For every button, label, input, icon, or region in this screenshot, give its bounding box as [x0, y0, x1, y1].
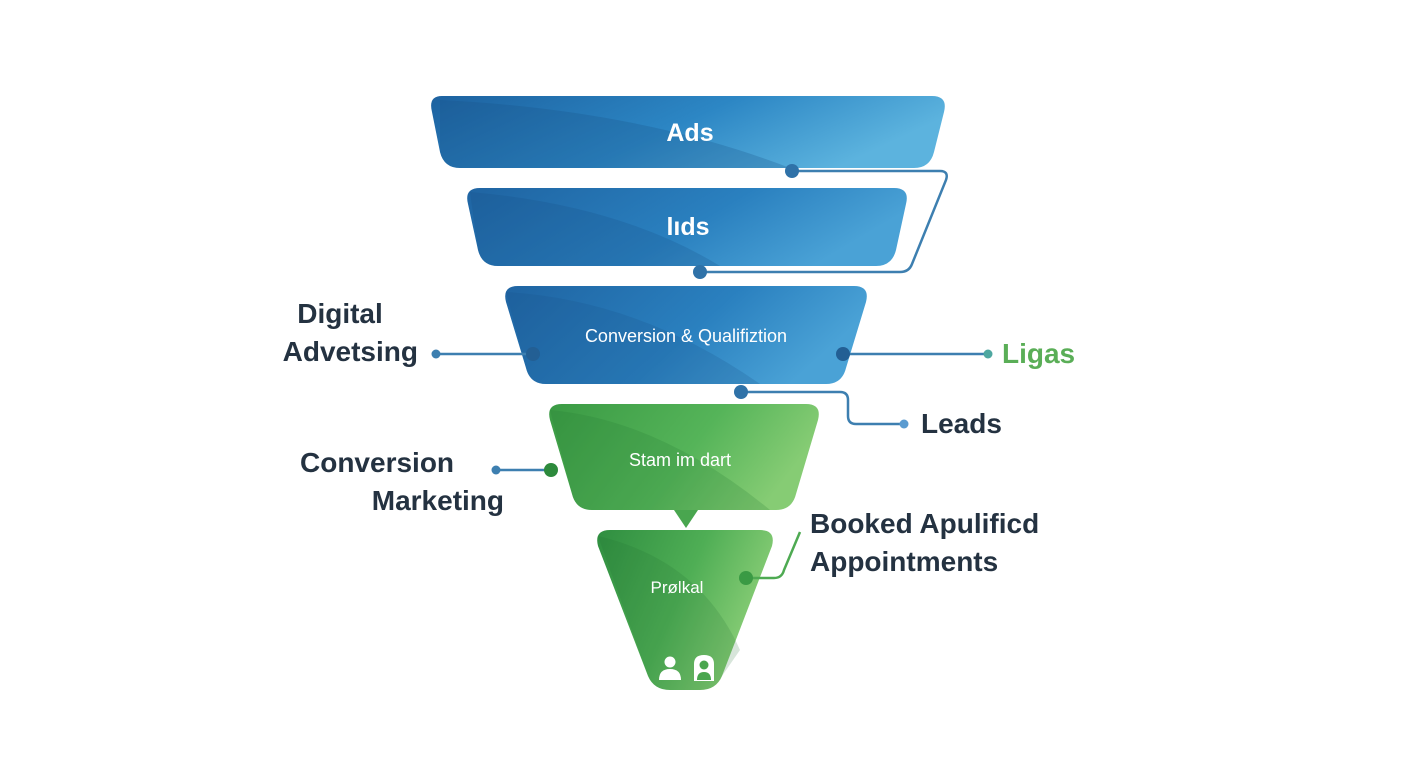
label-ligas-text: Ligas — [1002, 338, 1076, 369]
stage-label-lids: lıds — [666, 213, 709, 241]
label-booked-appointments-line2: Appointments — [810, 546, 999, 577]
funnel-stage-prolkal: Prølkal — [597, 530, 773, 690]
label-ligas: Ligas — [1002, 335, 1075, 373]
label-leads-text: Leads — [921, 408, 1002, 439]
funnel-stage-lids: lıds — [467, 188, 907, 266]
connector-digital-advertising — [431, 347, 540, 361]
person-badge-icon — [694, 655, 714, 681]
label-booked-appointments: Booked Apulificd Appointments — [810, 505, 1039, 581]
connector-ligas — [836, 347, 993, 361]
funnel-stage-conversion-qualification: Conversion & Qualifiztion — [505, 286, 867, 384]
label-digital-advertising-line1: Digital — [297, 298, 383, 329]
label-conversion-marketing: Conversion Marketing — [300, 444, 504, 520]
person-icon — [659, 656, 681, 680]
connector-booked-appointments — [739, 531, 802, 585]
connector-ads-to-lids — [700, 169, 948, 274]
label-digital-advertising-line2: Advetsing — [282, 336, 418, 367]
stage-label-ads: Ads — [666, 119, 713, 147]
connector-conversion-marketing — [491, 463, 558, 477]
stage-label-prolkal: Prølkal — [651, 578, 704, 597]
connector-node — [785, 164, 799, 178]
funnel-stage-ads: Ads — [431, 96, 945, 168]
label-booked-appointments-line1: Booked Apulificd — [810, 508, 1040, 539]
label-leads: Leads — [921, 405, 1002, 443]
stage-label-stam: Stam im dart — [629, 450, 731, 470]
connector-node — [693, 265, 707, 279]
label-conversion-marketing-line2: Marketing — [371, 485, 504, 516]
connector-leads — [734, 385, 909, 429]
stage-label-conversion-qualification: Conversion & Qualifiztion — [585, 326, 787, 346]
label-digital-advertising: Digital Advetsing — [262, 295, 418, 371]
label-conversion-marketing-line1: Conversion — [300, 447, 455, 478]
funnel-stage-stam: Stam im dart — [549, 404, 819, 528]
